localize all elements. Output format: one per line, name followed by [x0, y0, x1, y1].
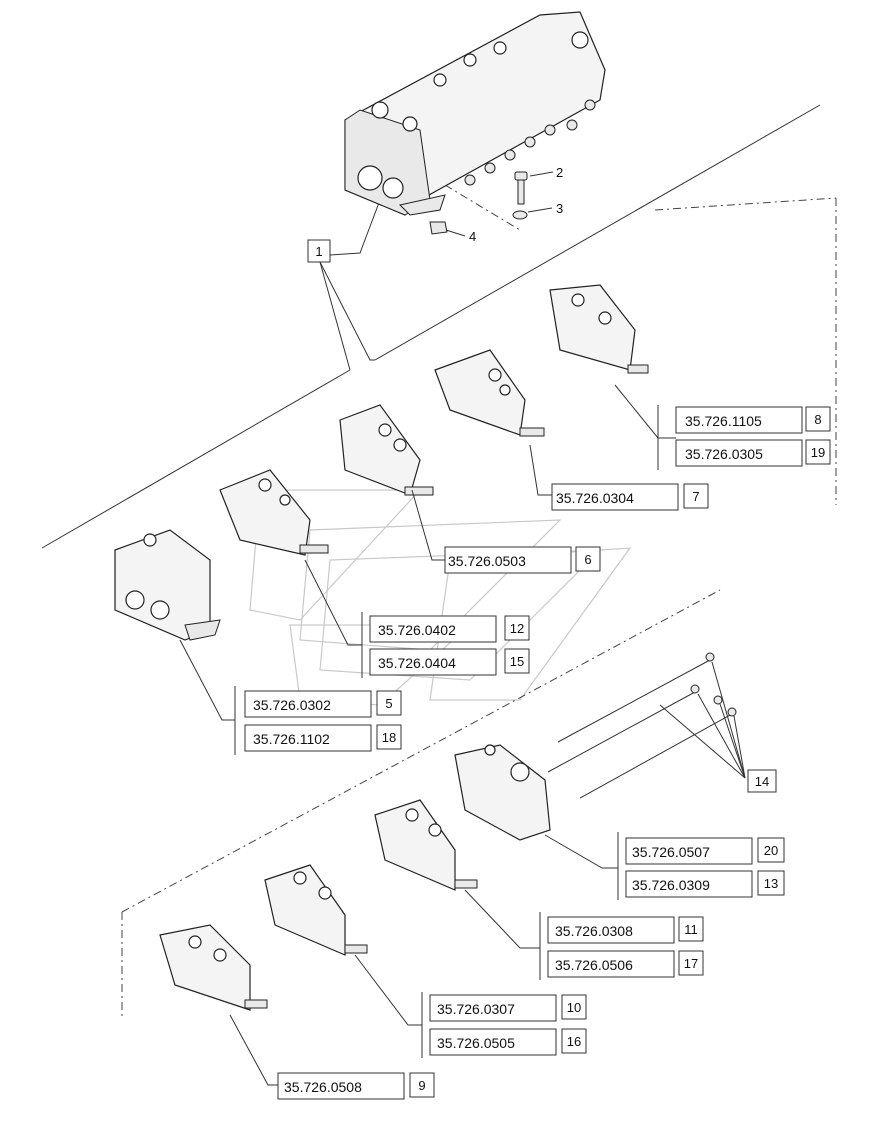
part-ref-12: 35.726.0307 10	[429, 994, 587, 1022]
svg-text:3: 3	[556, 201, 563, 216]
part-ref-11: 35.726.0506 17	[547, 950, 704, 978]
part-ref-8: 35.726.0507 20	[625, 837, 785, 865]
part-ref-13: 35.726.0505 16	[429, 1028, 587, 1056]
part-ref-7: 35.726.1102 18	[244, 724, 402, 752]
valve-section-b	[339, 404, 434, 496]
svg-text:35.726.0505: 35.726.0505	[437, 1035, 515, 1051]
svg-text:35.726.0307: 35.726.0307	[437, 1001, 515, 1017]
part-ref-14: 35.726.0508 9	[277, 1072, 435, 1100]
svg-text:35.726.0508: 35.726.0508	[284, 1079, 362, 1095]
svg-text:15: 15	[510, 654, 524, 669]
callout-1: 1	[307, 239, 331, 263]
svg-text:17: 17	[684, 956, 698, 971]
valve-section-e	[374, 799, 478, 891]
callout-2: 2	[529, 165, 563, 180]
part-ref-3: 35.726.0503 6	[444, 546, 601, 574]
svg-text:35.726.0309: 35.726.0309	[632, 877, 710, 893]
svg-text:6: 6	[584, 552, 591, 567]
svg-text:18: 18	[382, 730, 396, 745]
svg-text:13: 13	[764, 876, 778, 891]
nut-part	[429, 221, 448, 235]
callout-3: 3	[527, 201, 563, 216]
svg-text:4: 4	[469, 229, 476, 244]
svg-text:14: 14	[755, 774, 769, 789]
svg-text:35.726.0305: 35.726.0305	[685, 446, 763, 462]
group-outline-lines	[121, 184, 837, 1020]
leader-lines	[179, 384, 676, 1086]
svg-text:11: 11	[684, 922, 698, 937]
washer-part	[512, 210, 528, 220]
valve-section-f	[264, 864, 368, 956]
spool-ends	[464, 99, 596, 186]
valve-section-c	[434, 349, 545, 437]
part-ref-2: 35.726.0304 7	[551, 483, 709, 511]
svg-text:35.726.0308: 35.726.0308	[555, 923, 633, 939]
valve-section-d	[549, 284, 649, 374]
svg-text:1: 1	[315, 244, 322, 259]
valve-section-end	[454, 744, 551, 841]
svg-text:35.726.0507: 35.726.0507	[632, 844, 710, 860]
callout-4: 4	[445, 229, 476, 244]
part-ref-0: 35.726.1105 8	[675, 406, 831, 434]
valve-assembly-main	[344, 11, 606, 216]
svg-text:35.726.0304: 35.726.0304	[556, 490, 634, 506]
svg-text:16: 16	[567, 1034, 581, 1049]
part-ref-4: 35.726.0402 12	[369, 615, 530, 643]
svg-text:10: 10	[567, 1000, 581, 1015]
valve-section-g	[159, 924, 268, 1011]
part-ref-6: 35.726.0302 5	[244, 690, 402, 718]
svg-text:2: 2	[556, 165, 563, 180]
svg-text:12: 12	[510, 621, 524, 636]
svg-text:35.726.1102: 35.726.1102	[253, 731, 330, 747]
callout-14: 14	[659, 661, 777, 793]
part-ref-9: 35.726.0309 13	[625, 870, 785, 898]
part-ref-1: 35.726.0305 19	[675, 439, 831, 467]
svg-text:35.726.0503: 35.726.0503	[448, 553, 526, 569]
svg-text:35.726.1105: 35.726.1105	[685, 413, 762, 429]
svg-text:35.726.0402: 35.726.0402	[378, 622, 456, 638]
part-ref-10: 35.726.0308 11	[547, 916, 704, 944]
svg-text:8: 8	[814, 412, 821, 427]
svg-text:20: 20	[764, 843, 778, 858]
valve-section-a	[219, 469, 329, 556]
part-ref-5: 35.726.0404 15	[369, 648, 530, 676]
bolt-part	[514, 171, 528, 205]
svg-text:35.726.0404: 35.726.0404	[378, 655, 456, 671]
valve-section-inlet	[114, 529, 221, 641]
svg-text:35.726.0506: 35.726.0506	[555, 957, 633, 973]
tie-rods	[547, 652, 737, 799]
svg-text:19: 19	[811, 445, 825, 460]
svg-text:9: 9	[418, 1078, 425, 1093]
svg-text:7: 7	[692, 489, 699, 504]
assembly-divider-lines	[41, 104, 821, 549]
svg-text:5: 5	[385, 696, 392, 711]
svg-text:35.726.0302: 35.726.0302	[253, 697, 331, 713]
